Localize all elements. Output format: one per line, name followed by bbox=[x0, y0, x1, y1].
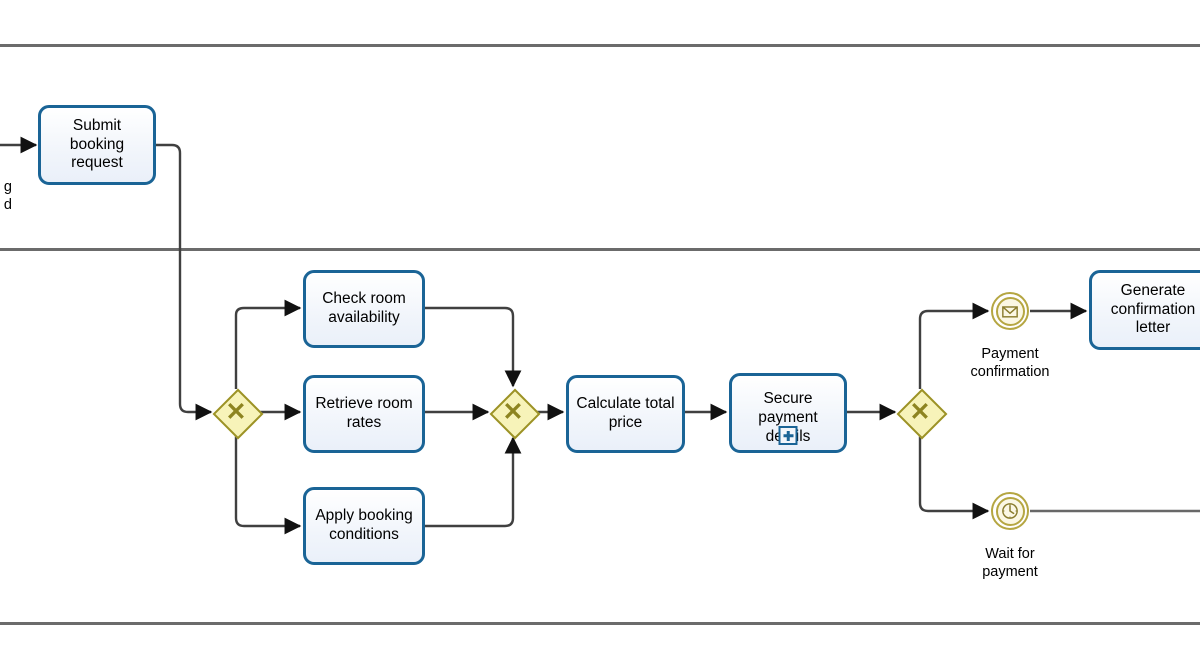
gateway-x-icon: ✕ bbox=[909, 398, 931, 426]
flow-check-to-merge bbox=[425, 306, 522, 388]
task-calculate-total-price[interactable]: Calculate total price bbox=[566, 375, 685, 453]
flow-split-to-apply bbox=[234, 435, 302, 535]
gateway-x-icon: ✕ bbox=[225, 398, 247, 426]
task-label: Submit booking request bbox=[69, 116, 125, 172]
task-secure-payment-details[interactable]: Secure payment details bbox=[729, 373, 847, 453]
gateway-exclusive-split[interactable]: ✕ bbox=[212, 388, 264, 440]
task-retrieve-room-rates[interactable]: Retrieve room rates bbox=[303, 375, 425, 453]
clipped-start-event-label: g d bbox=[3, 179, 12, 214]
event-label-payment-confirmation: Payment confirmation bbox=[970, 346, 1050, 381]
gateway-x-icon: ✕ bbox=[502, 398, 524, 426]
flow-apply-to-merge bbox=[425, 436, 522, 528]
event-wait-for-payment[interactable] bbox=[991, 492, 1029, 530]
task-label: Check room availability bbox=[322, 290, 406, 326]
event-inner-ring bbox=[995, 296, 1025, 326]
flow-decision-to-wait bbox=[918, 435, 990, 520]
task-label: Generate confirmation letter bbox=[1110, 281, 1196, 337]
task-apply-booking-conditions[interactable]: Apply booking conditions bbox=[303, 487, 425, 565]
event-payment-confirmation[interactable] bbox=[991, 292, 1029, 330]
task-label: Apply booking conditions bbox=[315, 507, 413, 543]
task-check-room-availability[interactable]: Check room availability bbox=[303, 270, 425, 348]
flow-submit-to-split bbox=[156, 143, 213, 421]
task-generate-confirmation-letter[interactable]: Generate confirmation letter bbox=[1089, 270, 1200, 350]
clock-icon bbox=[1002, 503, 1018, 519]
gateway-exclusive-merge[interactable]: ✕ bbox=[489, 388, 541, 440]
flow-decision-to-confirmation bbox=[918, 302, 990, 389]
lane-divider-top bbox=[0, 44, 1200, 47]
task-submit-booking-request[interactable]: Submit booking request bbox=[38, 105, 156, 185]
envelope-icon bbox=[1002, 306, 1018, 318]
subprocess-expand-plus-icon[interactable] bbox=[778, 426, 798, 445]
lane-divider-middle bbox=[0, 248, 1200, 251]
lane-divider-bottom bbox=[0, 622, 1200, 625]
task-label: Retrieve room rates bbox=[315, 395, 413, 431]
gateway-exclusive-payment-decision[interactable]: ✕ bbox=[896, 388, 948, 440]
flow-split-to-check bbox=[234, 299, 302, 389]
task-label: Calculate total price bbox=[576, 395, 675, 431]
event-label-wait-for-payment: Wait for payment bbox=[982, 546, 1038, 581]
